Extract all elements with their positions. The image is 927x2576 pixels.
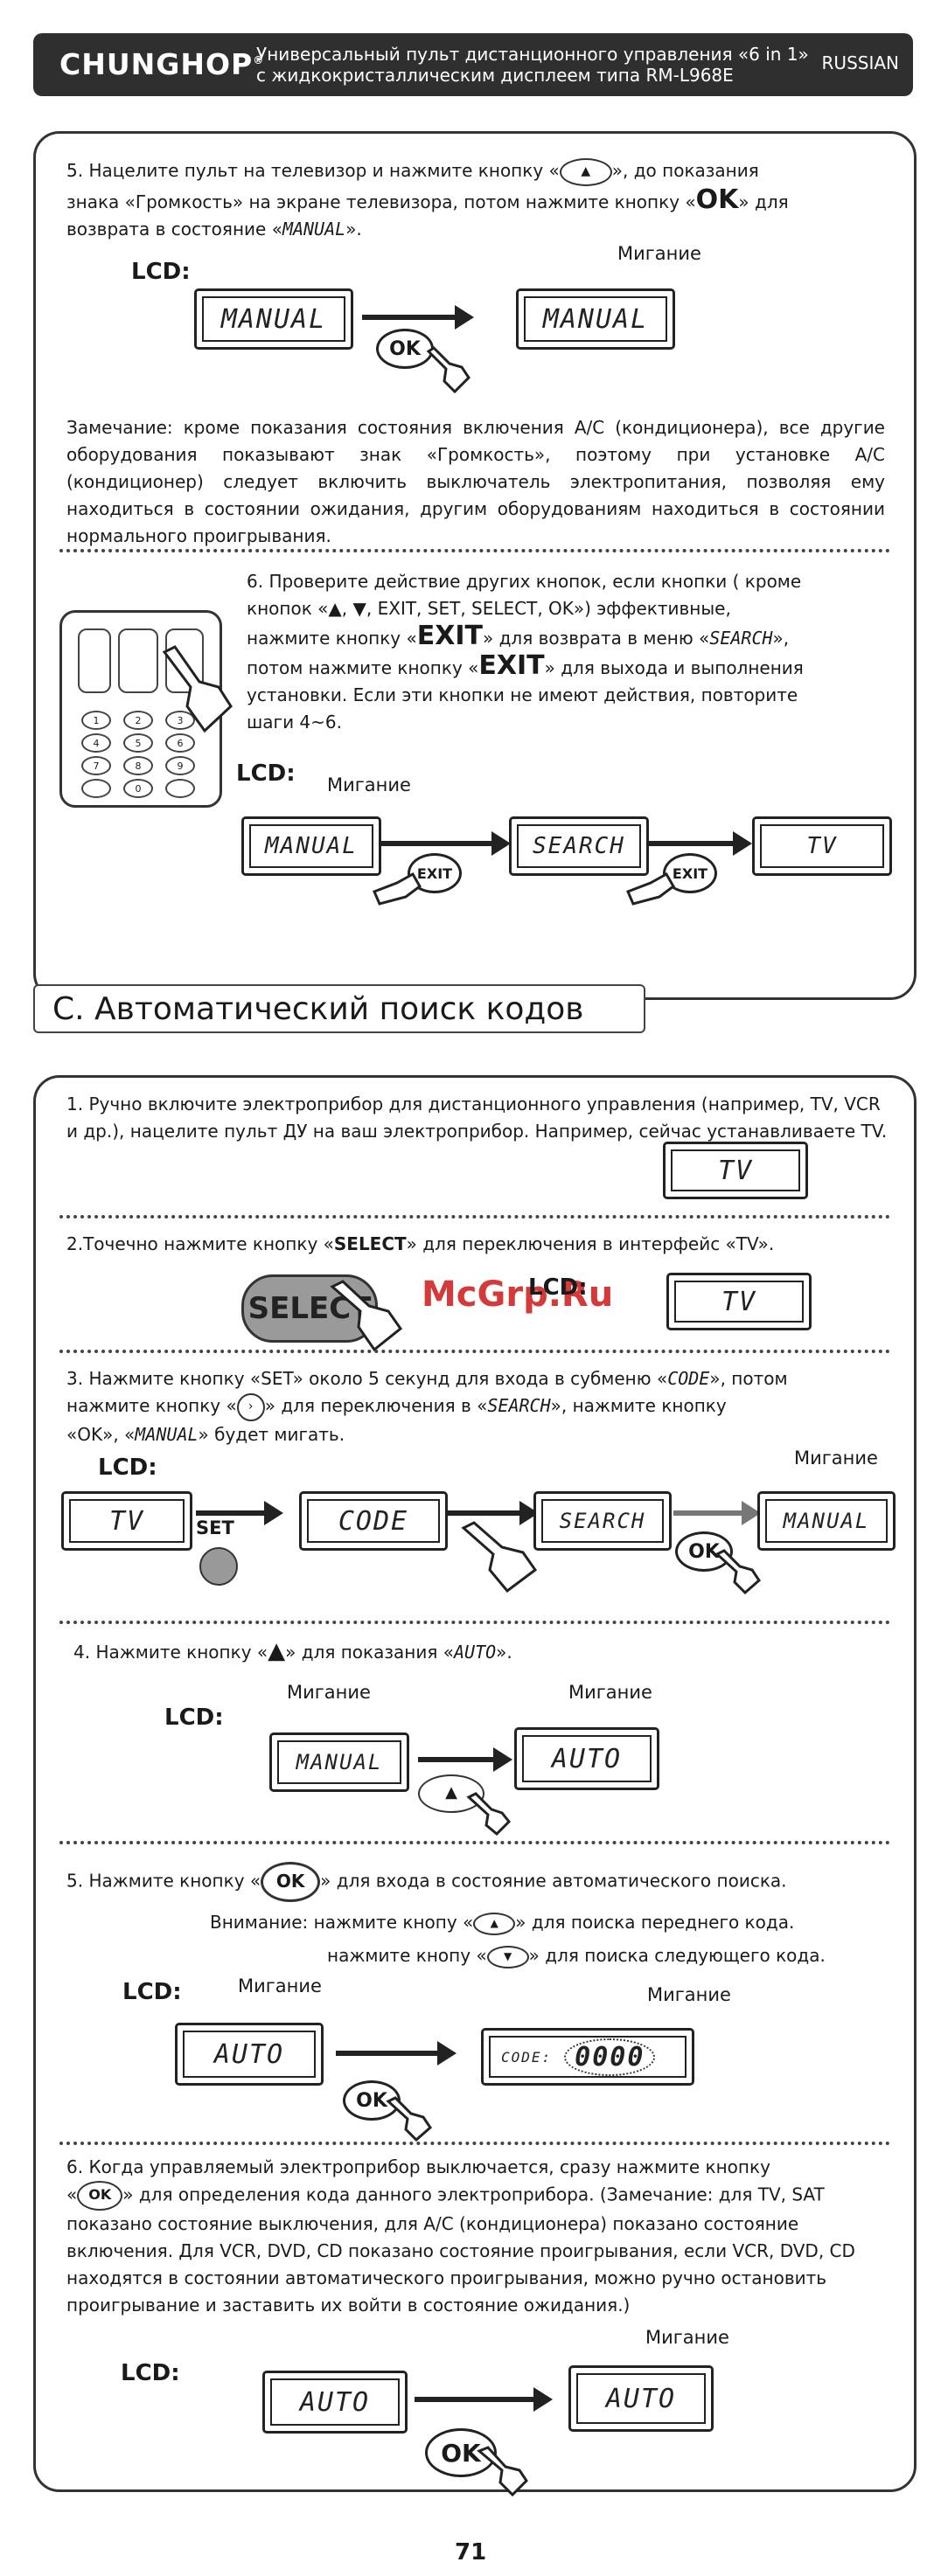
step5-note: Замечание: кроме показания состояния вкл…	[66, 417, 885, 546]
arrow-right	[649, 831, 752, 856]
lcd-label: LCD:	[121, 2360, 180, 2386]
hand-pointer-icon	[461, 1521, 538, 1593]
blink-label: Мигание	[238, 1975, 322, 1996]
hand-pointer-icon	[330, 1280, 403, 1352]
blink-label: Мигание	[645, 2327, 729, 2348]
lcd-label: LCD:	[528, 1274, 588, 1301]
blink-label: Мигание	[568, 1682, 652, 1703]
lcd-label: LCD:	[122, 1979, 182, 2005]
hand-pointer-icon	[714, 1549, 761, 1594]
c2-text: 2.Точечно нажмите кнопку «SELECT» для пе…	[66, 1233, 775, 1254]
lcd-label: LCD:	[131, 259, 191, 285]
step6-text: 6. Проверите действие других кнопок, есл…	[247, 571, 804, 733]
lcd-display-blinking: MANUAL	[516, 288, 675, 350]
code-value-blinking: 0000	[564, 2038, 656, 2076]
blink-label: Мигание	[617, 243, 701, 264]
up-button-icon: ▲	[559, 157, 612, 186]
subtitle-line-2: с жидкокристаллическим дисплеем типа RM-…	[256, 65, 734, 86]
hand-pointer-icon	[626, 871, 675, 906]
lcd-label: LCD:	[98, 1455, 157, 1481]
lcd-display-blinking: AUTO	[514, 1727, 659, 1790]
lcd-display: SEARCH	[533, 1491, 672, 1551]
subtitle-line-1: Универсальный пульт дистанционного управ…	[256, 44, 809, 65]
right-button-icon: ›	[236, 1392, 265, 1421]
hand-pointer-icon	[466, 1792, 512, 1836]
lcd-display: TV	[61, 1491, 192, 1551]
watermark: McGrp.Ru	[422, 1274, 614, 1315]
lcd-display: TV	[752, 816, 892, 876]
page-number: 71	[455, 2539, 487, 2566]
hand-pointer-icon	[386, 2096, 432, 2142]
lcd-label: LCD:	[236, 760, 296, 787]
lcd-display-blinking: MANUAL	[757, 1491, 896, 1551]
lcd-display-blinking: MANUAL	[241, 816, 381, 876]
c5-note-2: нажмите кнопу «▼» для поиска следующего …	[327, 1942, 896, 1969]
dotted-divider	[59, 1841, 890, 1844]
dotted-divider	[59, 549, 890, 552]
arrow-right	[673, 1501, 761, 1525]
header-subtitle: Универсальный пульт дистанционного управ…	[256, 44, 809, 86]
up-button-icon: ▲	[473, 1912, 516, 1935]
c1-text: 1. Ручно включите электроприбор для дист…	[66, 1094, 888, 1142]
lcd-display: TV	[666, 1273, 812, 1330]
arrow-right	[196, 1501, 283, 1525]
blink-label: Мигание	[794, 1448, 878, 1469]
ok-button: OK	[343, 2080, 401, 2121]
step5-text: 5. Нацелите пульт на телевизор и нажмите…	[66, 157, 889, 243]
c6-text: 6. Когда управляемый электроприбор выклю…	[66, 2156, 855, 2316]
hand-pointer-icon	[373, 871, 422, 906]
c5-text: 5. Нажмите кнопку «OK» для входа в состо…	[66, 1862, 889, 1902]
lcd-display-blinking: AUTO	[568, 2365, 714, 2432]
panel-section-c	[33, 1075, 917, 2492]
dotted-divider	[59, 1215, 890, 1219]
c5-note-1: Внимание: нажмите кнопу «▲» для поиска п…	[210, 1909, 892, 1936]
arrow-right	[336, 2041, 457, 2066]
hand-pointer-icon	[162, 645, 233, 733]
section-title: C. Автоматический поиск кодов	[33, 984, 645, 1033]
language-label: RUSSIAN	[821, 52, 899, 73]
lcd-display: CODE	[299, 1491, 448, 1551]
ok-button-icon: OK	[77, 2181, 123, 2211]
blink-label: Мигание	[287, 1682, 371, 1703]
dotted-divider	[59, 1621, 890, 1624]
ok-button-icon: OK	[261, 1862, 321, 1902]
lcd-display: AUTO	[262, 2371, 408, 2434]
arrow-right	[418, 1747, 512, 1772]
lcd-display: SEARCH	[509, 816, 649, 876]
up-button-icon: ▲	[418, 1774, 484, 1813]
dotted-divider	[59, 1350, 890, 1353]
lcd-display-blinking: MANUAL	[269, 1732, 409, 1792]
hand-pointer-icon	[477, 2446, 528, 2496]
lcd-code-display: CODE: 0000	[481, 2028, 694, 2086]
ok-button: OK	[376, 329, 434, 369]
blink-label: Мигание	[327, 774, 411, 795]
arrow-right	[415, 2387, 553, 2412]
arrow-right	[362, 305, 474, 330]
brand-logo: CHUNGHOP®	[59, 47, 265, 81]
set-label: SET	[196, 1517, 234, 1538]
c3-text: 3. Нажмите кнопку «SET» около 5 секунд д…	[66, 1368, 788, 1445]
dotted-divider	[59, 2142, 890, 2145]
lcd-label: LCD:	[164, 1705, 224, 1731]
hand-pointer-icon	[426, 346, 470, 394]
arrow-right	[448, 1501, 539, 1525]
lcd-display: MANUAL	[194, 288, 353, 350]
lcd-display: TV	[663, 1142, 808, 1199]
blink-label: Мигание	[647, 1984, 731, 2005]
arrow-right	[381, 831, 511, 856]
code-label: CODE:	[501, 2048, 553, 2066]
c4-text: 4. Нажмите кнопку «▲» для показания «AUT…	[73, 1638, 512, 1664]
page-header: CHUNGHOP® Универсальный пульт дистанцион…	[33, 33, 913, 96]
lcd-display-blinking: AUTO	[175, 2023, 324, 2086]
down-button-icon: ▼	[486, 1945, 529, 1968]
set-button-icon	[199, 1547, 238, 1586]
